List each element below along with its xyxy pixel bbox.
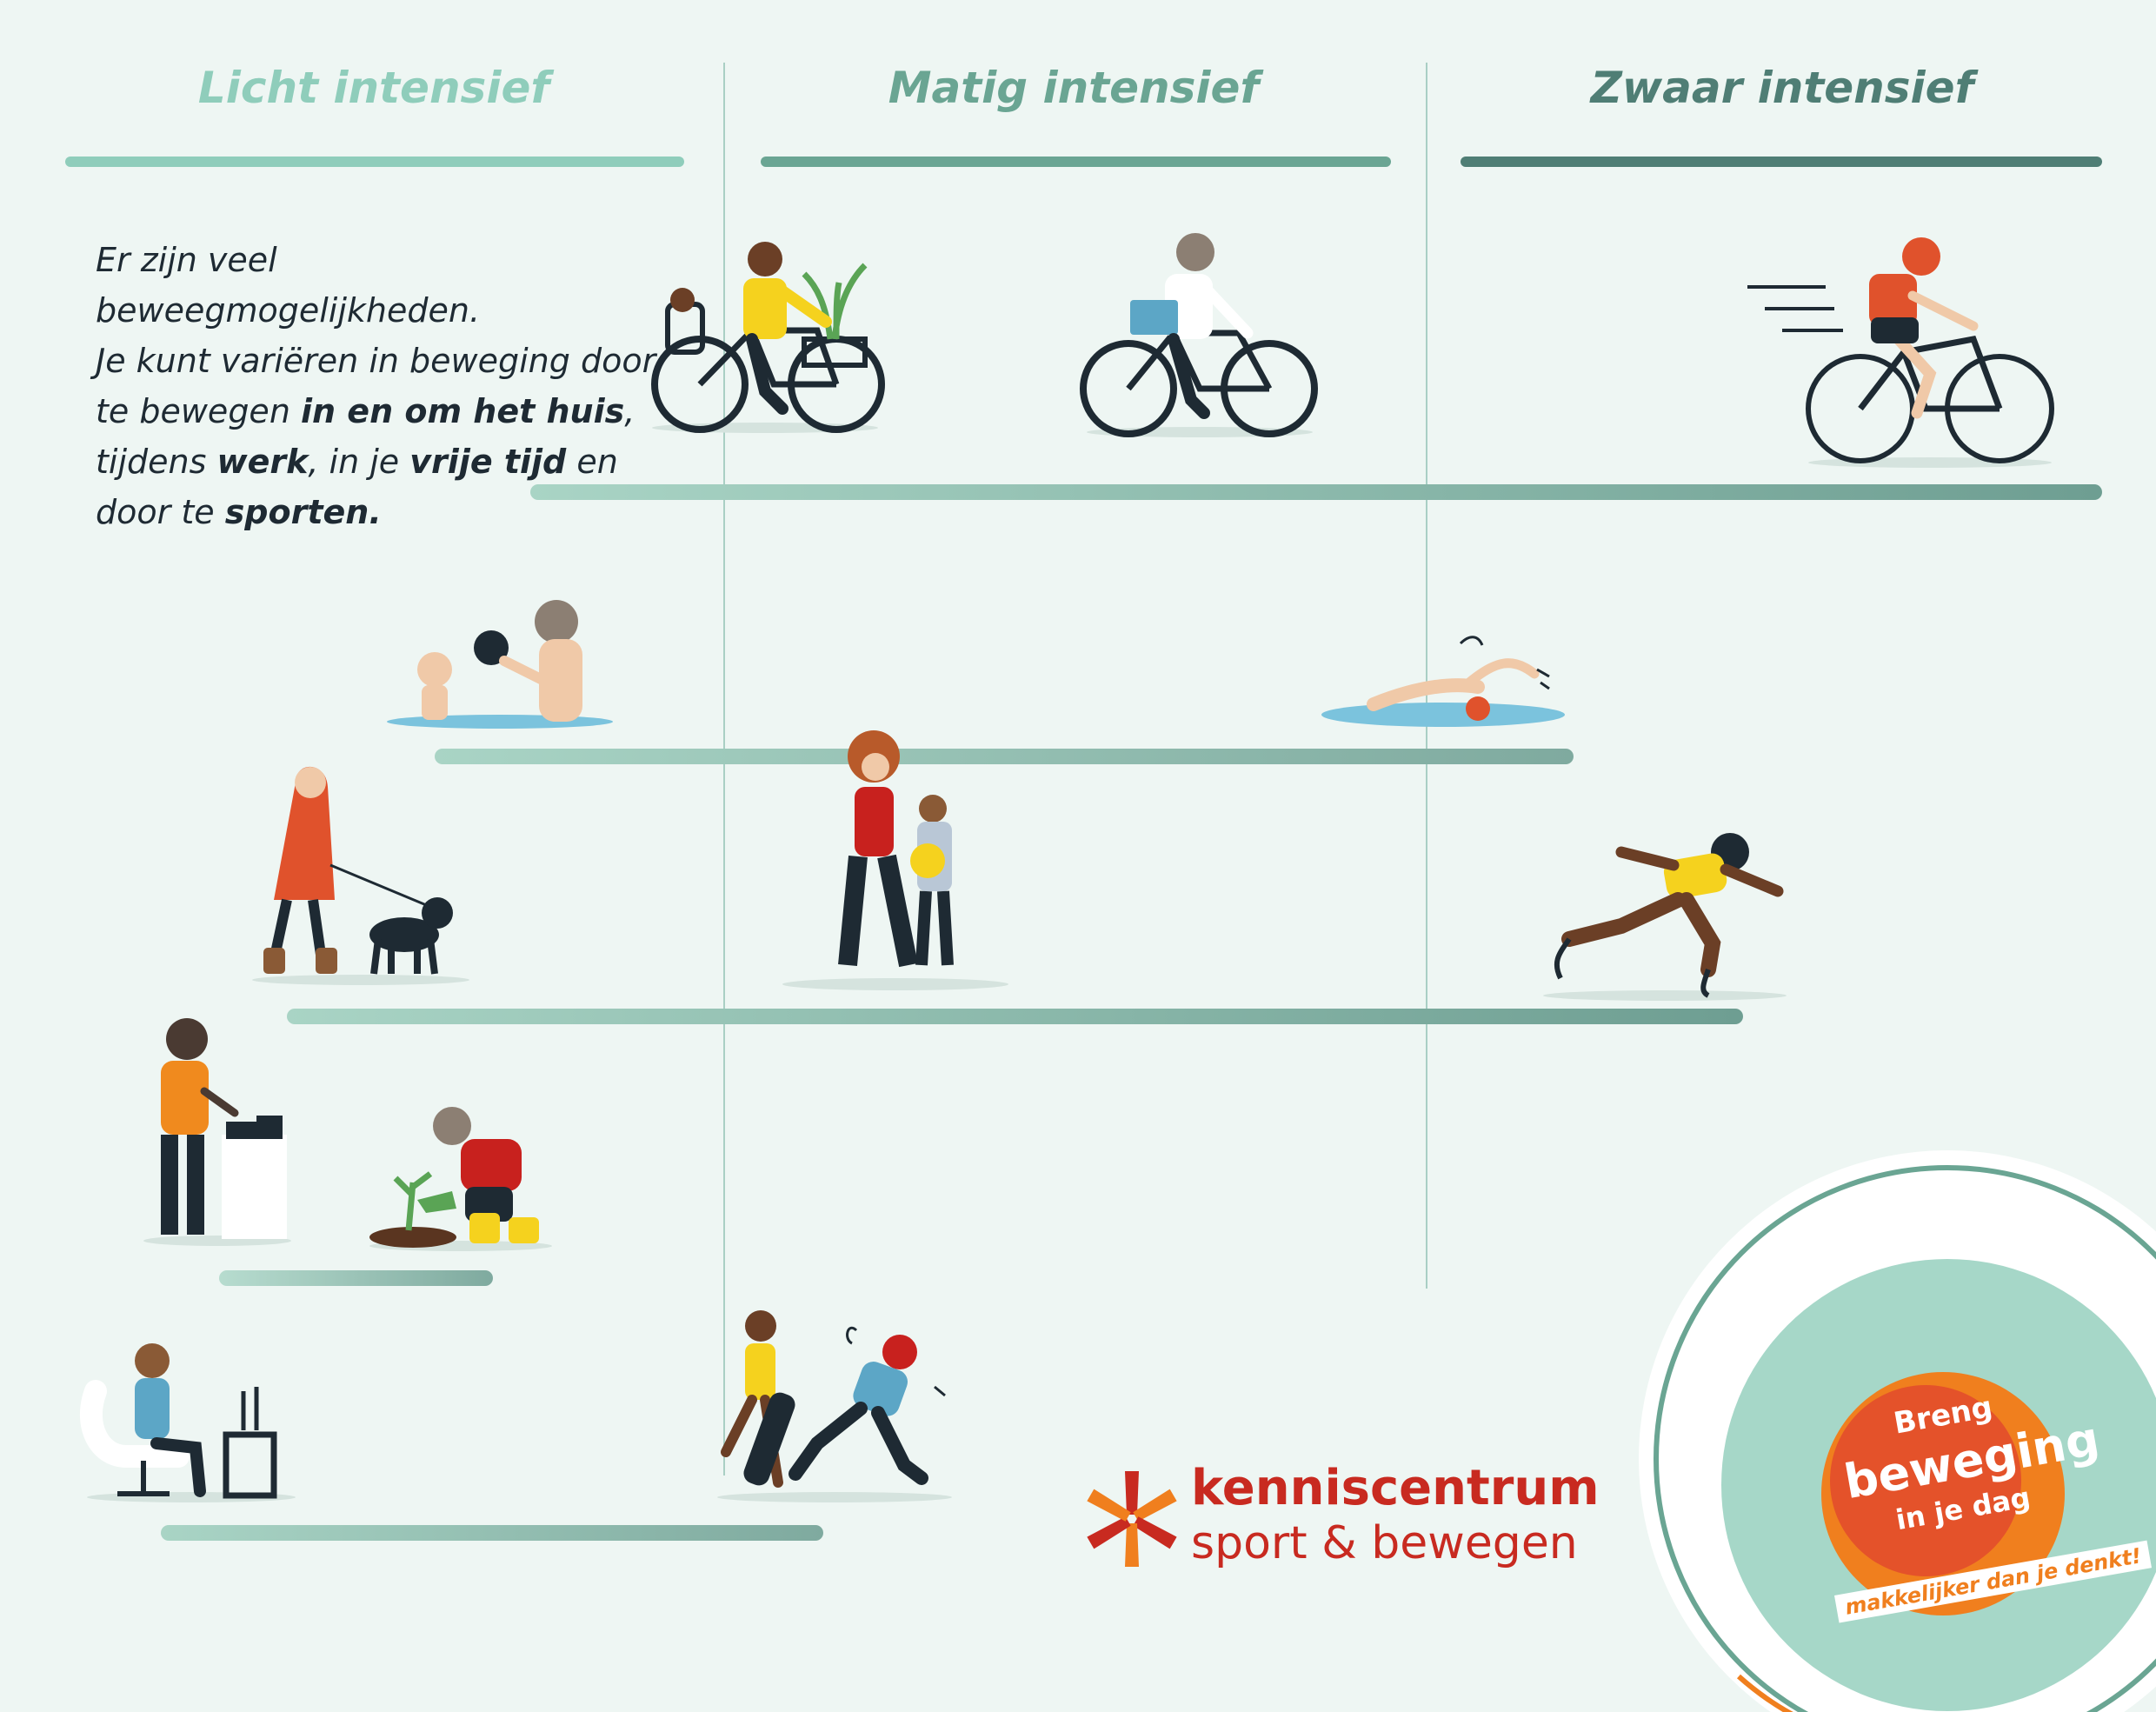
logo-star-icon <box>1087 1471 1177 1567</box>
dog-walk-icon <box>252 766 469 985</box>
heading-matig: Matig intensief <box>888 63 1260 113</box>
heading-licht: Licht intensief <box>197 63 550 113</box>
intro-line-3: te bewegen in en om het huis, <box>96 392 635 430</box>
rule-matig <box>761 157 1391 167</box>
separator-1 <box>723 63 725 1476</box>
range-bar-swimming <box>435 749 1574 764</box>
logo-line-1: kenniscentrum <box>1191 1460 1600 1516</box>
walk-with-child-icon <box>782 730 1008 990</box>
cargo-bike-icon <box>651 242 885 433</box>
swimmer-icon <box>1321 636 1565 727</box>
logo-line-2: sport & bewegen <box>1191 1517 1578 1569</box>
intro-line-2: Je kunt variëren in beweging door <box>96 342 656 380</box>
range-bar-cycling <box>530 484 2102 500</box>
skating-icon <box>717 1310 952 1502</box>
separator-2 <box>1426 63 1427 1289</box>
racing-bike-icon <box>1747 237 2054 468</box>
campaign-badge: Breng beweging in je dag makkelijker dan… <box>1634 1146 2156 1712</box>
rule-licht <box>65 157 684 167</box>
gardening-icon <box>369 1107 552 1251</box>
sprinter-icon <box>1543 833 1787 1001</box>
range-bar-walking <box>287 1009 1743 1024</box>
range-bar-leisure <box>161 1525 823 1541</box>
commuter-bike-icon <box>1080 233 1318 437</box>
cooking-icon <box>143 1018 291 1246</box>
rule-zwaar <box>1461 157 2102 167</box>
pool-play-icon <box>387 600 613 729</box>
intro-line-1: Er zijn veel beweegmogelijkheden. <box>96 241 481 330</box>
heading-zwaar: Zwaar intensief <box>1590 63 1974 113</box>
intro-line-5: door te sporten. <box>96 493 382 531</box>
range-bar-household <box>219 1270 493 1286</box>
intro-text: Er zijn veel beweegmogelijkheden. Je kun… <box>96 235 669 537</box>
sitting-gaming-icon <box>80 1343 296 1502</box>
intro-line-4: tijdens werk, in je vrije tijd en <box>96 443 618 481</box>
